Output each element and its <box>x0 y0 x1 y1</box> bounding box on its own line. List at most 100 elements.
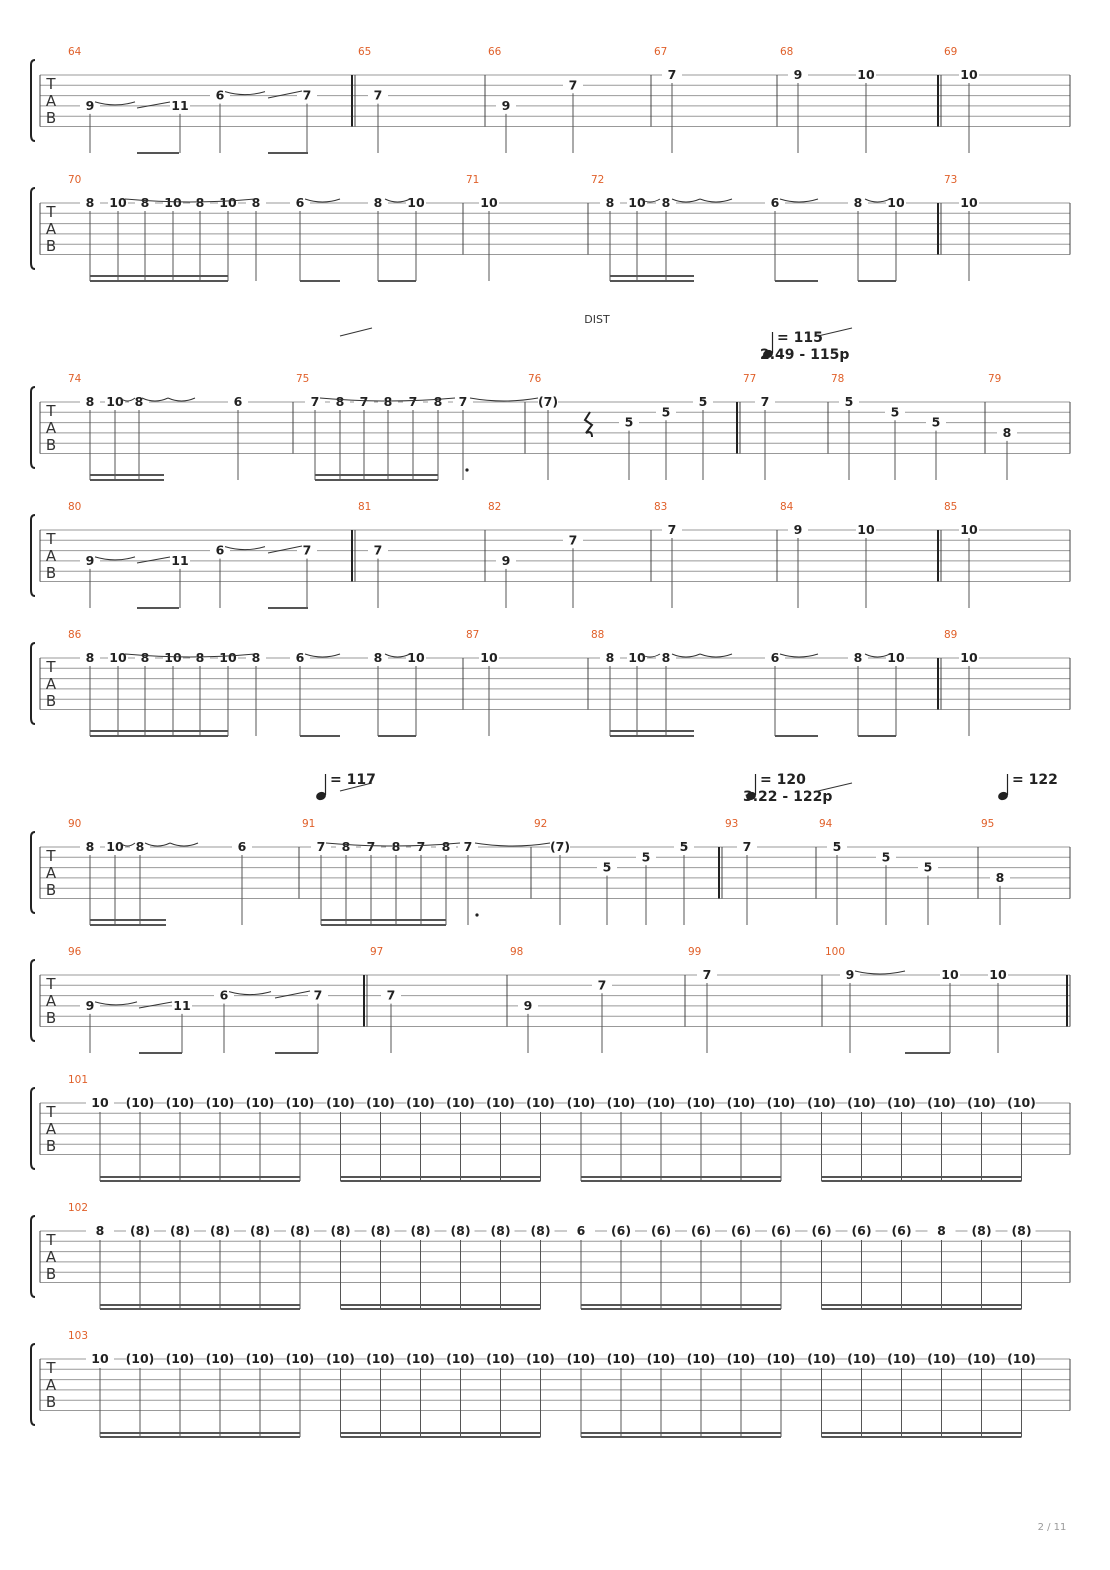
fret-number: (8) <box>250 1223 270 1238</box>
measure-number: 79 <box>988 373 1001 385</box>
fret-bg <box>232 840 252 853</box>
fret-bg <box>959 651 979 664</box>
fret-number: 10 <box>109 195 127 210</box>
fret-number: (6) <box>851 1223 871 1238</box>
fret-number: 10 <box>480 650 498 665</box>
slide-line <box>267 545 303 554</box>
fret-number: 11 <box>171 553 188 568</box>
tie-arc <box>779 198 819 203</box>
fret-bg <box>567 1351 595 1365</box>
measure-number: 92 <box>534 818 547 830</box>
fret-number: (8) <box>210 1223 230 1238</box>
measure-number: 73 <box>944 174 957 186</box>
fret-number: (10) <box>366 1095 395 1110</box>
quarter-note-icon <box>316 791 326 801</box>
fret-number: 6 <box>220 988 229 1003</box>
fret-bg <box>80 651 100 664</box>
fret-number: 7 <box>464 839 473 854</box>
fret-number: 10 <box>628 195 646 210</box>
tie-arc <box>119 842 136 847</box>
fret-number: 10 <box>91 1095 109 1110</box>
fret-number: 6 <box>216 543 225 558</box>
fret-bg <box>1007 1223 1036 1237</box>
fret-bg <box>876 850 896 864</box>
fret-number: 10 <box>857 522 875 537</box>
fret-number: 6 <box>234 394 243 409</box>
fret-number: (10) <box>607 1095 636 1110</box>
tie-arc <box>854 970 906 975</box>
fret-number: (10) <box>166 1351 195 1366</box>
fret-number: 5 <box>625 415 634 430</box>
fret-number: (10) <box>166 1095 195 1110</box>
tab-clef-b: B <box>46 1393 56 1411</box>
fret-number: (10) <box>807 1095 836 1110</box>
fret-bg <box>403 395 423 408</box>
fret-bg <box>366 1095 395 1109</box>
fret-bg <box>366 1223 395 1237</box>
fret-bg <box>166 1351 194 1365</box>
fret-number: (8) <box>330 1223 350 1238</box>
tab-clef-a: A <box>46 1376 57 1394</box>
fret-bg <box>135 651 155 664</box>
fret-number: (10) <box>727 1095 756 1110</box>
fret-number: 10 <box>164 650 182 665</box>
measure-number: 77 <box>743 373 756 385</box>
fret-number: 8 <box>86 394 95 409</box>
fret-number: 5 <box>699 394 708 409</box>
fret-bg <box>767 1351 795 1365</box>
fret-number: 10 <box>480 195 498 210</box>
fret-number: 8 <box>384 394 393 409</box>
tie-arc <box>469 397 539 402</box>
fret-bg <box>479 196 499 209</box>
fret-bg <box>647 1351 675 1365</box>
fret-bg <box>286 1223 314 1237</box>
tie-arc <box>224 91 266 96</box>
tie-arc <box>304 653 341 658</box>
tie-arc <box>141 397 169 402</box>
slide-line <box>267 90 303 99</box>
fret-number: (10) <box>206 1095 235 1110</box>
measure-number: 97 <box>370 946 383 958</box>
fret-number: (8) <box>130 1223 150 1238</box>
tie-arc <box>474 842 551 847</box>
fret-number: 10 <box>407 650 425 665</box>
fret-number: 8 <box>336 394 345 409</box>
measure-number: 89 <box>944 629 957 641</box>
fret-number: 8 <box>442 839 451 854</box>
fret-bg <box>656 405 676 419</box>
tab-clef-b: B <box>46 237 56 255</box>
fret-number: 9 <box>502 98 511 113</box>
fret-number: (8) <box>370 1223 390 1238</box>
fret-bg <box>308 988 328 1002</box>
fret-bg <box>286 1351 314 1365</box>
fret-bg <box>190 196 210 209</box>
fret-bg <box>959 68 979 81</box>
fret-number: (10) <box>687 1095 716 1110</box>
fret-number: 7 <box>360 394 369 409</box>
fret-bg <box>607 1223 635 1237</box>
tie-arc <box>124 653 256 658</box>
fret-bg <box>526 1223 555 1237</box>
fret-bg <box>619 415 639 429</box>
fret-number: 7 <box>367 839 376 854</box>
fret-bg <box>366 1351 395 1365</box>
fret-bg <box>206 1095 234 1109</box>
fret-number: 5 <box>833 839 842 854</box>
fret-number: 10 <box>106 394 124 409</box>
measure-number: 72 <box>591 174 604 186</box>
fret-bg <box>80 196 100 209</box>
fret-bg <box>967 1351 996 1365</box>
fret-number: 7 <box>374 88 383 103</box>
fret-bg <box>218 196 238 209</box>
fret-bg <box>108 196 128 209</box>
quarter-note-icon <box>763 349 773 359</box>
fret-bg <box>108 651 128 664</box>
measure-number: 90 <box>68 818 81 830</box>
fret-bg <box>406 196 426 209</box>
fret-bg <box>406 1095 435 1109</box>
slide-line <box>339 782 373 792</box>
system-bracket <box>30 1343 36 1426</box>
fret-bg <box>126 1095 154 1109</box>
fret-bg <box>636 850 656 864</box>
fret-bg <box>170 98 190 112</box>
